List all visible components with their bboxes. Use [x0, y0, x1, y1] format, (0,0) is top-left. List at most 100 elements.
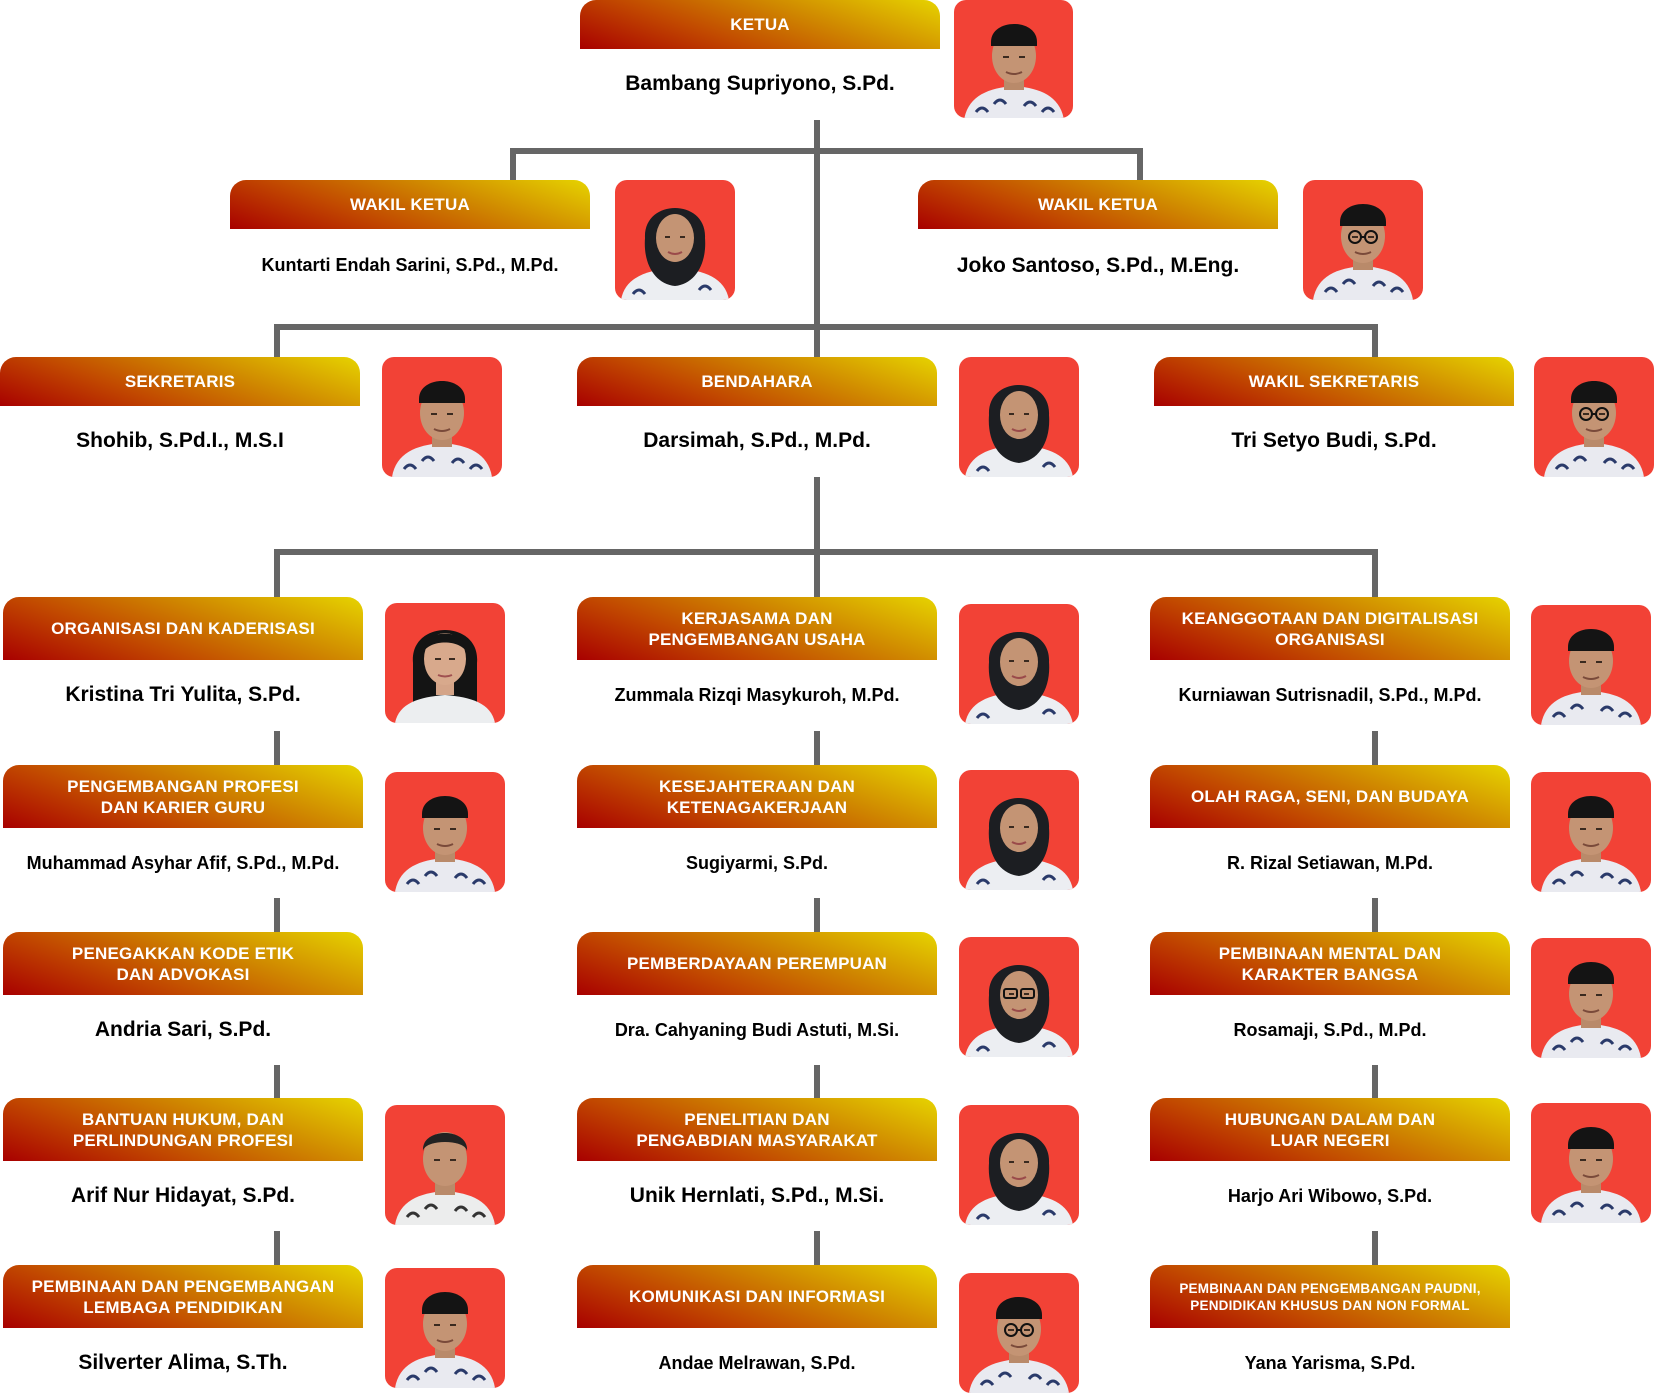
portrait-photo-division-right-1 [1531, 605, 1651, 725]
title-bar-wakil-sekretaris: WAKIL SEKRETARIS [1154, 357, 1514, 406]
name-sekretaris: Shohib, S.Pd.I., M.S.I [76, 429, 284, 452]
division-member-name: Zummala Rizqi Masykuroh, M.Pd. [614, 685, 900, 705]
division-member-name: Andria Sari, S.Pd. [94, 1018, 272, 1041]
name-wakil-ketua-1: Kuntarti Endah Sarini, S.Pd., M.Pd. [261, 255, 559, 275]
division-title-bar: KESEJAHTERAAN DAN KETENAGAKERJAAN [577, 765, 937, 828]
name-wakil-sekretaris: Tri Setyo Budi, S.Pd. [1231, 429, 1437, 452]
division-member-name: Unik Hernlati, S.Pd., M.Si. [629, 1184, 885, 1207]
portrait-photo-division-left-4 [385, 1105, 505, 1225]
node-wakil-ketua-1: WAKIL KETUA Kuntarti Endah Sarini, S.Pd.… [230, 180, 590, 300]
name-wakil-ketua-2: Joko Santoso, S.Pd., M.Eng. [956, 254, 1240, 277]
division-title-bar: PEMBINAAN DAN PENGEMBANGAN LEMBAGA PENDI… [3, 1265, 363, 1328]
connector-left-col-4 [274, 1231, 280, 1265]
division-title-bar: BANTUAN HUKUM, DAN PERLINDUNGAN PROFESI [3, 1098, 363, 1161]
node-wakil-sekretaris: WAKIL SEKRETARIS Tri Setyo Budi, S.Pd. [1154, 357, 1514, 477]
division-left-2: PENGEMBANGAN PROFESI DAN KARIER GURU Muh… [3, 765, 363, 895]
connector-sekretaris-drop [274, 324, 280, 358]
division-member-name: Dra. Cahyaning Budi Astuti, M.Si. [614, 1020, 900, 1040]
person-icon [382, 357, 502, 477]
division-member-name: Kristina Tri Yulita, S.Pd. [65, 683, 301, 706]
name-bendahara: Darsimah, S.Pd., M.Pd. [643, 429, 871, 452]
connector-right-col-4 [1372, 1231, 1378, 1265]
connector-divisions-left-drop [274, 549, 280, 597]
title-bar-wakil-ketua-1: WAKIL KETUA [230, 180, 590, 229]
person-icon [1534, 357, 1654, 477]
node-bendahara: BENDAHARA Darsimah, S.Pd., M.Pd. [577, 357, 937, 477]
person-icon [1531, 1103, 1651, 1223]
node-ketua: KETUA Bambang Supriyono, S.Pd. [580, 0, 940, 120]
division-title-bar: PEMBINAAN DAN PENGEMBANGAN PAUDNI, PENDI… [1150, 1265, 1510, 1328]
connector-mid-col-1 [814, 731, 820, 765]
division-member-name: Sugiyarmi, S.Pd. [685, 853, 829, 873]
connector-wakil-left-drop [510, 148, 516, 181]
title-bar-ketua: KETUA [580, 0, 940, 49]
title-bar-sekretaris: SEKRETARIS [0, 357, 360, 406]
portrait-photo-division-right-4 [1531, 1103, 1651, 1223]
person-icon [385, 1268, 505, 1388]
portrait-photo-ketua [954, 0, 1073, 118]
division-title-bar: ORGANISASI DAN KADERISASI [3, 597, 363, 660]
connector-right-col-1 [1372, 731, 1378, 765]
division-title-bar: PEMBERDAYAAN PEREMPUAN [577, 932, 937, 995]
division-left-5: PEMBINAAN DAN PENGEMBANGAN LEMBAGA PENDI… [3, 1265, 363, 1395]
connector-wakil-sekretaris-drop [1372, 324, 1378, 358]
division-member-name: Rosamaji, S.Pd., M.Pd. [1233, 1020, 1427, 1040]
portrait-photo-division-middle-1 [959, 604, 1079, 724]
connector-divisions-horizontal [274, 549, 1378, 555]
person-icon [959, 1105, 1079, 1225]
name-ketua: Bambang Supriyono, S.Pd. [625, 72, 895, 95]
division-member-name: Kurniawan Sutrisnadil, S.Pd., M.Pd. [1178, 685, 1482, 705]
division-right-5: PEMBINAAN DAN PENGEMBANGAN PAUDNI, PENDI… [1150, 1265, 1510, 1395]
portrait-photo-division-left-5 [385, 1268, 505, 1388]
portrait-photo-wakil-ketua-1 [615, 180, 735, 300]
node-wakil-ketua-2: WAKIL KETUA Joko Santoso, S.Pd., M.Eng. [918, 180, 1278, 300]
division-left-3: PENEGAKKAN KODE ETIK DAN ADVOKASI Andria… [3, 932, 363, 1062]
portrait-photo-division-right-3 [1531, 938, 1651, 1058]
division-title-bar: HUBUNGAN DALAM DAN LUAR NEGERI [1150, 1098, 1510, 1161]
person-icon [385, 772, 505, 892]
division-title-bar: PENEGAKKAN KODE ETIK DAN ADVOKASI [3, 932, 363, 995]
person-icon [959, 770, 1079, 890]
portrait-photo-bendahara [959, 357, 1079, 477]
division-middle-5: KOMUNIKASI DAN INFORMASI Andae Melrawan,… [577, 1265, 937, 1395]
person-icon [959, 937, 1079, 1057]
division-middle-3: PEMBERDAYAAN PEREMPUAN Dra. Cahyaning Bu… [577, 932, 937, 1062]
division-title-bar: PENGEMBANGAN PROFESI DAN KARIER GURU [3, 765, 363, 828]
division-member-name: R. Rizal Setiawan, M.Pd. [1226, 853, 1434, 873]
division-member-name: Muhammad Asyhar Afif, S.Pd., M.Pd. [26, 853, 340, 873]
portrait-photo-division-middle-3 [959, 937, 1079, 1057]
portrait-photo-wakil-sekretaris [1534, 357, 1654, 477]
person-icon [385, 1105, 505, 1225]
node-sekretaris: SEKRETARIS Shohib, S.Pd.I., M.S.I [0, 357, 360, 477]
division-member-name: Arif Nur Hidayat, S.Pd. [70, 1184, 296, 1207]
division-right-2: OLAH RAGA, SENI, DAN BUDAYA R. Rizal Set… [1150, 765, 1510, 895]
division-right-4: HUBUNGAN DALAM DAN LUAR NEGERI Harjo Ari… [1150, 1098, 1510, 1228]
connector-left-col-1 [274, 731, 280, 765]
connector-right-col-3 [1372, 1065, 1378, 1098]
person-icon [1531, 938, 1651, 1058]
portrait-photo-division-left-2 [385, 772, 505, 892]
connector-mid-col-3 [814, 1065, 820, 1098]
connector-divisions-right-drop [1372, 549, 1378, 597]
division-middle-1: KERJASAMA DAN PENGEMBANGAN USAHA Zummala… [577, 597, 937, 727]
division-left-4: BANTUAN HUKUM, DAN PERLINDUNGAN PROFESI … [3, 1098, 363, 1228]
division-right-1: KEANGGOTAAN DAN DIGITALISASI ORGANISASI … [1150, 597, 1510, 727]
person-icon [959, 1273, 1079, 1393]
division-title-bar: KEANGGOTAAN DAN DIGITALISASI ORGANISASI [1150, 597, 1510, 660]
connector-bendahara-down [814, 477, 820, 597]
division-title-bar: OLAH RAGA, SENI, DAN BUDAYA [1150, 765, 1510, 828]
connector-officers-horizontal [274, 324, 1378, 330]
division-title-bar: KOMUNIKASI DAN INFORMASI [577, 1265, 937, 1328]
person-icon [385, 603, 505, 723]
person-icon [954, 0, 1073, 118]
portrait-photo-division-right-2 [1531, 772, 1651, 892]
connector-trunk-top [814, 120, 820, 360]
division-middle-4: PENELITIAN DAN PENGABDIAN MASYARAKAT Uni… [577, 1098, 937, 1228]
division-title-bar: PEMBINAAN MENTAL DAN KARAKTER BANGSA [1150, 932, 1510, 995]
division-middle-2: KESEJAHTERAAN DAN KETENAGAKERJAAN Sugiya… [577, 765, 937, 895]
division-member-name: Harjo Ari Wibowo, S.Pd. [1227, 1186, 1433, 1206]
connector-left-col-2 [274, 898, 280, 932]
division-member-name: Silverter Alima, S.Th. [78, 1351, 288, 1374]
person-icon [1531, 772, 1651, 892]
